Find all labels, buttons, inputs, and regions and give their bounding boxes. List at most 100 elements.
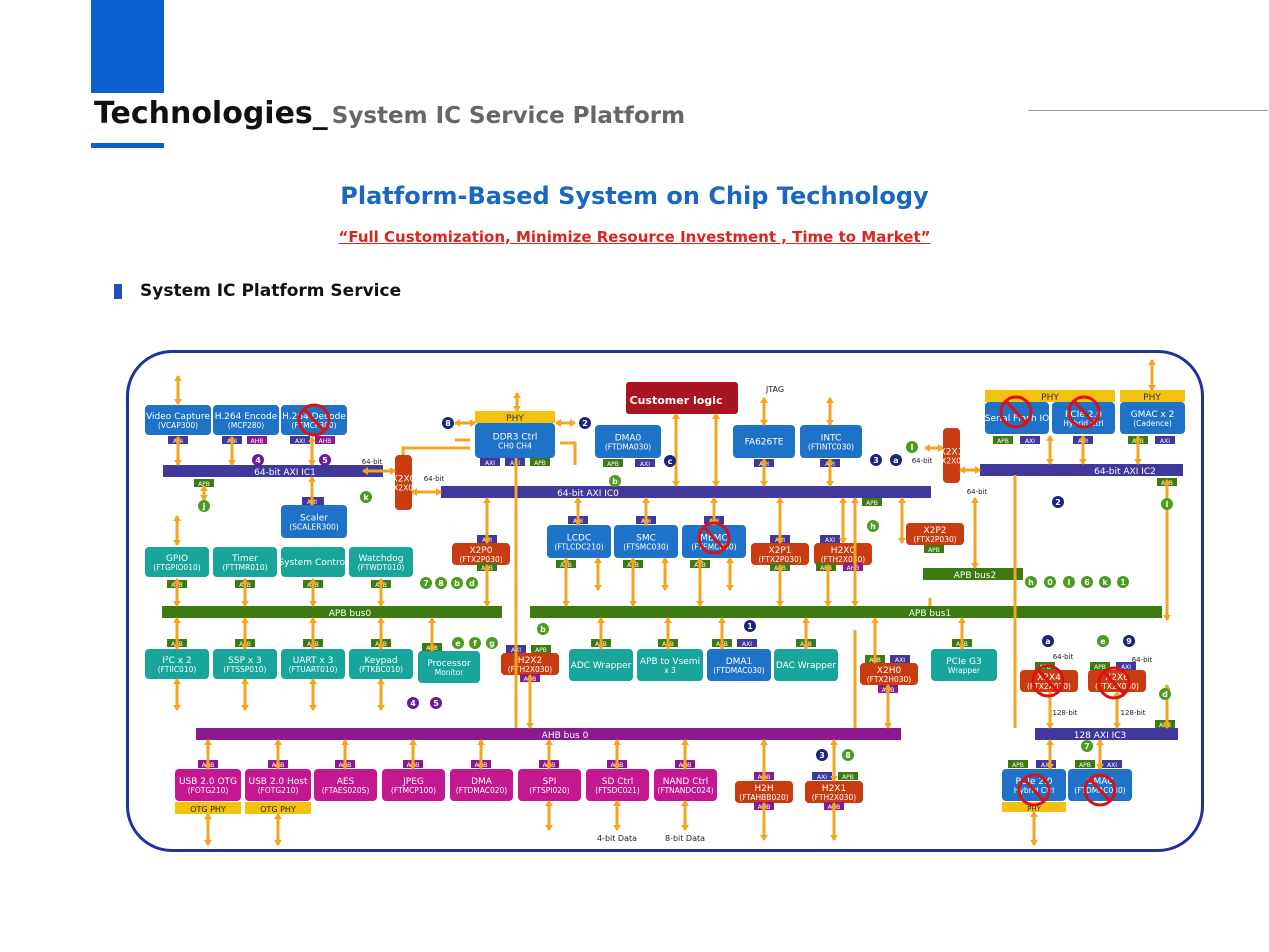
- arrow-head: [839, 538, 847, 544]
- excluded-icon-slash: [1088, 777, 1112, 803]
- block-jpeg: [382, 769, 445, 801]
- excluded-icon-slash: [1072, 399, 1096, 425]
- arrow-head: [718, 617, 726, 623]
- section-bullet: [114, 284, 122, 299]
- block-gpio: [145, 547, 209, 577]
- port-tag: [1020, 436, 1040, 444]
- arrow-head: [570, 419, 576, 427]
- arrow-head: [309, 678, 317, 684]
- port-tag: [1102, 760, 1122, 768]
- block-h2x2-part: (FTH2X030): [508, 665, 553, 674]
- block-spi-name: SPI: [543, 777, 557, 787]
- marker-6: [1081, 576, 1093, 588]
- arrow-head: [776, 601, 784, 607]
- block-i2c-name: I²C x 2: [162, 656, 191, 666]
- block-x2p1-part: (FTX2P030): [758, 555, 801, 564]
- bit-width-label: 128-bit: [1052, 709, 1077, 717]
- phy-label: PHY: [1143, 393, 1161, 403]
- arrow-head: [377, 617, 385, 623]
- arrow-head: [696, 557, 704, 563]
- port-tag: [890, 655, 910, 663]
- port-tag: [1090, 662, 1110, 670]
- block-gpio-part: (FTGPIO010): [153, 563, 200, 572]
- arrow-head: [377, 678, 385, 684]
- port-tag-label: AXI: [485, 460, 495, 467]
- arrow-head: [1046, 435, 1054, 441]
- arrow-head: [545, 825, 553, 831]
- arrow-head: [1148, 385, 1156, 391]
- header-rule: [1028, 110, 1268, 111]
- block-ssp-name: SSP x 3: [228, 656, 262, 666]
- port-tag-label: APB: [928, 547, 940, 554]
- port-tag: [315, 436, 335, 444]
- arrow-head: [681, 764, 689, 770]
- marker-label: 0: [1047, 578, 1053, 587]
- arrow-head: [712, 481, 720, 487]
- marker-4: [252, 454, 264, 466]
- block-sdctrl-part: (FTSDC021): [595, 786, 640, 795]
- otg-phy-1: [175, 802, 241, 814]
- marker-label: c: [668, 457, 673, 466]
- arrow-head: [174, 460, 182, 466]
- port-tag-label: AXI: [895, 657, 905, 664]
- marker-label: a: [893, 456, 898, 465]
- arrow-head: [661, 557, 669, 563]
- marker-4: [407, 697, 419, 709]
- arrow-head: [362, 467, 368, 475]
- arrow-head: [1163, 615, 1171, 621]
- marker-label: 2: [582, 419, 588, 428]
- arrow-head: [409, 739, 417, 745]
- block-x2p2-name: X2P2: [923, 526, 946, 536]
- marker-a: [890, 454, 902, 466]
- block-dmaahb-name: DMA: [471, 777, 493, 787]
- bus-label-axi3: 128 AXI IC3: [1074, 731, 1127, 741]
- marker-label: 5: [322, 456, 328, 465]
- marker-b: [451, 577, 463, 589]
- data-8bit-label: 8-bit Data: [665, 834, 705, 843]
- arrow-head: [477, 764, 485, 770]
- port-tag: [194, 479, 214, 487]
- arrow-head: [308, 500, 316, 506]
- bit-width-label: 64-bit: [967, 488, 988, 496]
- block-scaler-part: (SCALER300): [289, 523, 338, 532]
- arrow-head: [664, 617, 672, 623]
- block-x2p1: [751, 543, 809, 565]
- marker-e: [452, 637, 464, 649]
- connector-line: [560, 441, 577, 465]
- arrow-head: [204, 764, 212, 770]
- marker-8: [842, 749, 854, 761]
- arrow-head: [681, 825, 689, 831]
- arrow-head: [1134, 435, 1142, 441]
- block-apbvsemi: [637, 649, 703, 681]
- arrow-head: [1030, 811, 1038, 817]
- block-sdctrl: [586, 769, 649, 801]
- block-dma0-name: DMA0: [615, 434, 642, 444]
- block-h264e-name: H.264 Encode: [215, 412, 278, 422]
- block-intc-name: INTC: [821, 434, 842, 444]
- port-tag-label: AXI: [1107, 762, 1117, 769]
- arrow-head: [1030, 840, 1038, 846]
- arrow-head: [696, 601, 704, 607]
- arrow-head: [1046, 764, 1054, 770]
- block-x2p0-name: X2P0: [469, 546, 492, 556]
- arrow-head: [884, 723, 892, 729]
- block-pcieg3: [931, 649, 997, 681]
- arrow-head: [629, 601, 637, 607]
- arrow-head: [545, 739, 553, 745]
- port-tag: [480, 458, 500, 466]
- port-tag-label: APB: [1094, 664, 1106, 671]
- arrow-head: [173, 617, 181, 623]
- arrow-head: [390, 467, 396, 475]
- marker-7: [420, 577, 432, 589]
- block-dma1-part: (FTDMAC030): [713, 666, 764, 675]
- block-dmaahb-part: (FTDMAC020): [456, 786, 507, 795]
- bit-width-label: 64-bit: [912, 457, 933, 465]
- arrow-head: [839, 497, 847, 503]
- block-smc-part: (FTSMC030): [623, 543, 668, 552]
- block-gmac-name: GMAC x 2: [1131, 410, 1175, 420]
- block-procmon-name: Processor: [427, 659, 471, 669]
- block-wdt-part: (FTWDT010): [358, 563, 405, 572]
- block-i2c-part: (FTIIC010): [158, 665, 197, 674]
- bus-ahb0: [196, 728, 901, 740]
- block-smc-name: SMC: [636, 534, 656, 544]
